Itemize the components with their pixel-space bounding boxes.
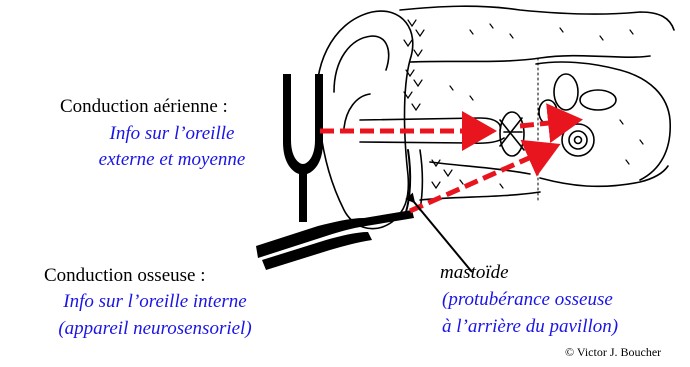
bone-conduction-title: Conduction osseuse : [44, 266, 206, 285]
bone-conduction-note-2: (appareil neurosensoriel) [22, 319, 288, 338]
bone-conduction-note-1: Info sur l’oreille interne [22, 292, 288, 311]
air-conduction-note-2: externe et moyenne [64, 150, 280, 169]
tuning-fork-icon [283, 74, 323, 222]
ear-anatomy-icon [317, 6, 674, 228]
mastoid-title: mastoïde [440, 263, 509, 282]
bone-conduction-arrow [410, 146, 556, 211]
inner-ear-arrow [520, 120, 578, 126]
air-conduction-title: Conduction aérienne : [60, 97, 228, 116]
tuning-fork-icon [256, 210, 414, 270]
mastoid-note-2: à l’arrière du pavillon) [442, 317, 618, 336]
air-conduction-note-1: Info sur l’oreille [74, 124, 270, 143]
copyright-credit: © Victor J. Boucher [565, 346, 661, 358]
mastoid-note-1: (protubérance osseuse [442, 290, 613, 309]
